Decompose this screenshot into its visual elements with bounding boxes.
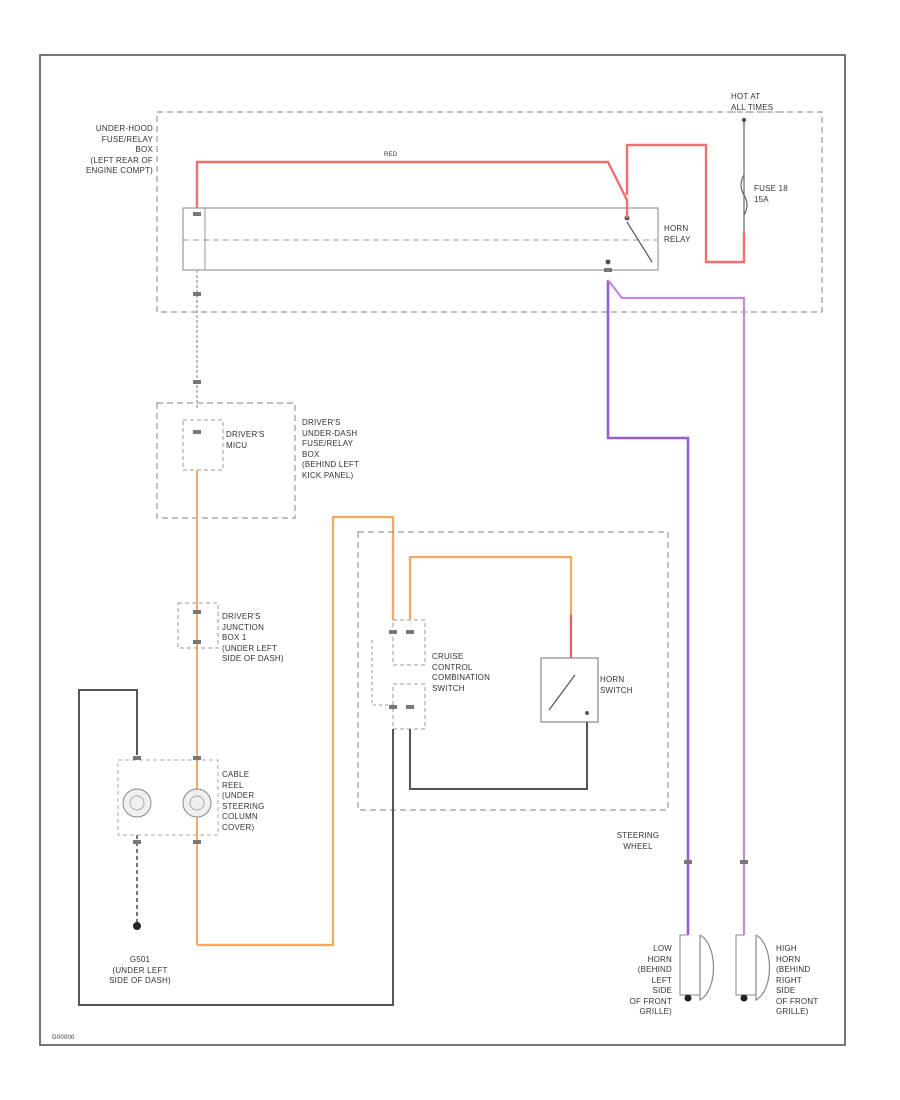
orange-wire-to-horn-switch [408,555,573,620]
cable-reel-right [182,788,212,818]
steering-wheel-outline [357,531,669,811]
black-wire-horn-switch-return [409,722,588,790]
label-low-horn: LOW HORN (BEHIND LEFT SIDE OF FRONT GRIL… [629,944,672,1016]
label-under-hood-box: UNDER-HOOD FUSE/RELAY BOX (LEFT REAR OF … [85,124,153,175]
fuse-relay-block [182,207,659,271]
junction-box-outline [177,602,219,649]
high-horn-symbol [735,934,771,1002]
low-horn-symbol [679,934,715,1002]
horn-switch-contact [585,711,589,715]
label-hot-at-all-times: HOT AT ALL TIMES [731,92,774,112]
connector-marks [133,212,748,864]
label-horn-relay: HORN RELAY [664,224,691,244]
ground-symbol [133,922,141,930]
label-drivers-micu: DRIVER'S MICU [226,430,265,450]
label-cruise-control-switch: CRUISE CONTROL COMBINATION SWITCH [432,652,491,693]
cable-reel-left [122,788,152,818]
label-horn-switch: HORN SWITCH [600,675,633,695]
label-red-wire: RED [384,152,398,158]
cable-reel-box [117,759,219,836]
label-drivers-junction-box: DRIVER'S JUNCTION BOX 1 (UNDER LEFT SIDE… [222,612,284,663]
under-hood-box-outline [156,111,823,313]
horn-switch-box [540,657,599,723]
label-fuse: FUSE 18 15A [754,184,788,204]
cable-reel-right-inner [189,795,205,811]
label-ground-g501: G501 (UNDER LEFT SIDE OF DASH) [109,955,171,985]
black-wire-cruise-ground [78,689,394,1006]
label-steering-wheel: STEERING WHEEL [616,831,660,851]
cruise-switch-frame [371,640,393,706]
micu-box [182,419,224,471]
label-figure-id: G00000 [52,1035,75,1041]
horn-relay-switch-arm [626,221,653,263]
hot-terminal [741,117,747,123]
diagram-frame [39,54,846,1046]
red-wire-main [195,160,629,218]
cruise-switch-upper-box [392,619,426,666]
label-drivers-under-dash-box: DRIVER'S UNDER-DASH FUSE/RELAY BOX (BEHI… [302,418,360,480]
cable-reel-left-inner [129,795,145,811]
label-cable-reel: CABLE REEL (UNDER STEERING COLUMN COVER) [222,770,265,832]
purple-wire-high-horn [607,279,746,935]
horn-switch-arm [548,674,576,711]
fuse-symbol [740,174,748,216]
purple-wire-low-horn [606,280,690,935]
horn-relay-contact-bottom [605,259,611,265]
red-wire-fuse [625,143,746,264]
orange-wire-return [197,515,395,947]
under-dash-box-outline [156,402,296,519]
label-high-horn: HIGH HORN (BEHIND RIGHT SIDE OF FRONT GR… [776,944,819,1016]
